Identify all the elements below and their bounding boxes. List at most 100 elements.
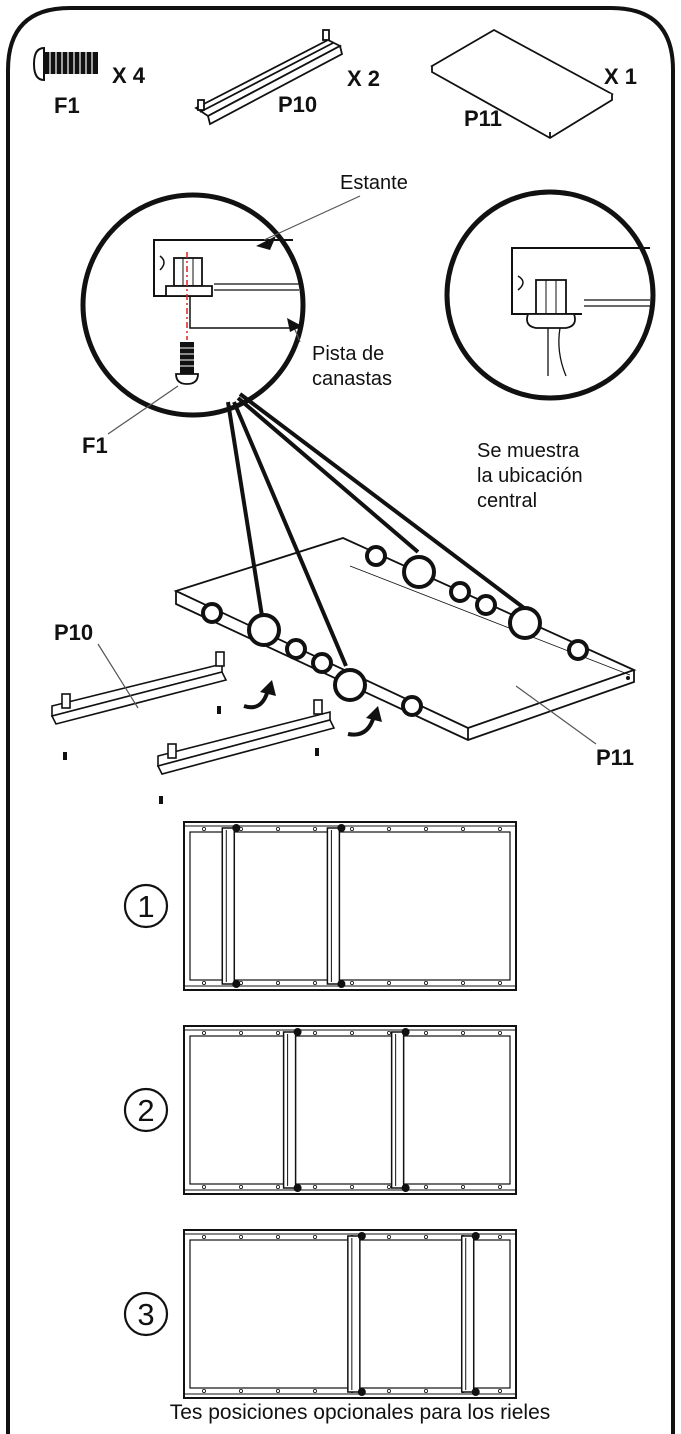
hole-dot — [275, 1389, 280, 1394]
screw-head — [337, 824, 346, 832]
option-number-badge — [123, 1291, 169, 1337]
hole-dot — [497, 1185, 502, 1190]
screw-head — [357, 1388, 366, 1396]
hole-dot — [460, 981, 465, 986]
track-callout-line2: canastas — [312, 368, 392, 390]
hole-dot — [497, 1235, 502, 1240]
hole-dot — [201, 827, 206, 832]
screw-head — [293, 1184, 302, 1192]
part-p11-qty: X 1 — [604, 64, 637, 89]
hole-dot — [423, 981, 428, 986]
screw-head — [401, 1028, 410, 1036]
rail-position-marker — [326, 824, 346, 988]
central-note-line3: central — [477, 490, 537, 512]
hole-dot — [423, 1031, 428, 1036]
hole-dot — [275, 827, 280, 832]
hole-dot — [386, 1185, 391, 1190]
shelf-panel-assembly — [173, 537, 637, 741]
hole-dot — [201, 1235, 206, 1240]
hole-dot — [497, 827, 502, 832]
hole-dot — [201, 1031, 206, 1036]
hole-dot — [349, 1185, 354, 1190]
part-f1-label: F1 — [54, 93, 80, 118]
hole-dot — [201, 1389, 206, 1394]
hole-dot — [312, 827, 317, 832]
detail-leader-lines — [226, 392, 526, 667]
hole-dot — [275, 1031, 280, 1036]
screw-head — [401, 1184, 410, 1192]
rail-option-view — [183, 821, 517, 991]
rail-position-marker — [347, 1232, 366, 1396]
screw-head — [357, 1232, 366, 1240]
hole-dot — [275, 981, 280, 986]
shelf-panel-icon — [430, 28, 614, 140]
hole-dot — [201, 1185, 206, 1190]
hole-dot — [386, 981, 391, 986]
rail-p10-upper — [50, 651, 228, 725]
hole-dot — [312, 1185, 317, 1190]
hole-dot — [386, 1235, 391, 1240]
rail-position-marker — [282, 1028, 302, 1192]
rail-option-view — [183, 1229, 517, 1399]
rotate-arrow-icon — [243, 680, 276, 710]
screw-head — [471, 1232, 480, 1240]
part-p11-label: P11 — [464, 106, 502, 131]
hole-dot — [460, 1185, 465, 1190]
hole-dot — [312, 1031, 317, 1036]
assembly-panel-label: P11 — [596, 745, 634, 770]
hole-dot — [238, 1031, 243, 1036]
rotate-arrow-icon — [347, 706, 382, 737]
screw-callout-label: F1 — [82, 433, 108, 458]
rail-option-view — [183, 1025, 517, 1195]
rail-position-marker — [390, 1028, 410, 1192]
screw-head — [293, 1028, 302, 1036]
hole-dot — [386, 827, 391, 832]
screw-head — [232, 824, 241, 832]
screw-head — [337, 980, 346, 988]
central-note-line1: Se muestra — [477, 440, 580, 462]
hole-dot — [386, 1031, 391, 1036]
hole-dot — [423, 1185, 428, 1190]
hole-dot — [386, 1389, 391, 1394]
option-number: 1 — [137, 889, 154, 924]
hole-dot — [238, 1389, 243, 1394]
page-frame — [6, 6, 675, 1434]
hole-dot — [312, 1389, 317, 1394]
rail-icon — [194, 29, 344, 126]
hole-dot — [312, 1235, 317, 1240]
hole-dot — [460, 1031, 465, 1036]
rail-position-marker — [460, 1232, 480, 1396]
hole-markers — [201, 545, 589, 717]
hole-dot — [497, 981, 502, 986]
hole-dot — [349, 1031, 354, 1036]
screw-head — [471, 1388, 480, 1396]
hole-dot — [275, 1235, 280, 1240]
part-p10-label: P10 — [278, 92, 317, 117]
rail-p10-lower — [156, 699, 336, 775]
hole-dot — [423, 1389, 428, 1394]
positions-caption: Tes posiciones opcionales para los riele… — [170, 1401, 551, 1424]
hole-dot — [423, 1235, 428, 1240]
track-callout-line1: Pista de — [312, 343, 384, 365]
central-note-line2: la ubicación — [477, 465, 583, 487]
part-p10-qty: X 2 — [347, 66, 380, 91]
hole-dot — [238, 1235, 243, 1240]
part-f1-qty: X 4 — [112, 63, 146, 88]
hole-dot — [312, 981, 317, 986]
option-number: 3 — [137, 1297, 154, 1332]
hole-dot — [497, 1031, 502, 1036]
central-location-circle — [444, 189, 656, 401]
option-number: 2 — [137, 1093, 154, 1128]
hole-dot — [460, 827, 465, 832]
hole-dot — [238, 1185, 243, 1190]
option-number-badge — [123, 1087, 169, 1133]
assembly-rail-label: P10 — [54, 620, 93, 645]
hole-dot — [275, 1185, 280, 1190]
hole-dot — [423, 827, 428, 832]
shelf-callout-label: Estante — [340, 172, 408, 194]
screw-marker-icon — [63, 706, 319, 804]
rail-position-marker — [221, 824, 241, 988]
hole-dot — [349, 827, 354, 832]
screw-icon — [32, 46, 98, 82]
